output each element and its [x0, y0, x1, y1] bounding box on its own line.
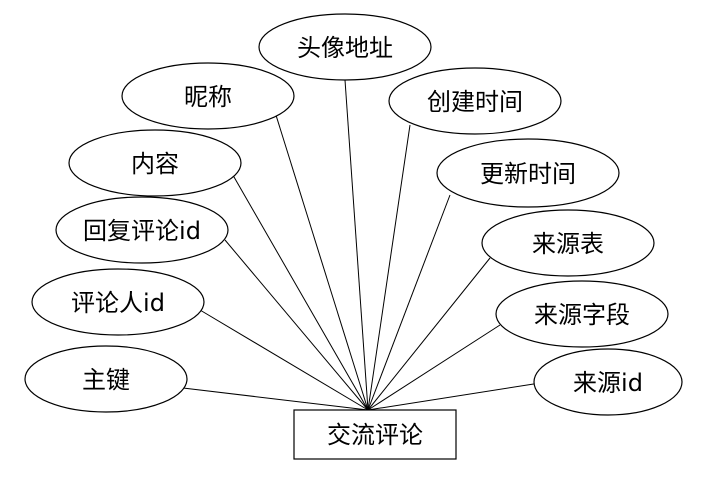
- entity-exchange-comment: 交流评论: [293, 409, 457, 460]
- line-created-time: [367, 124, 411, 411]
- line-source-table: [367, 257, 491, 411]
- attribute-source-field: 来源字段: [495, 280, 669, 348]
- attribute-source-id: 来源id: [533, 348, 683, 416]
- line-source-id: [367, 382, 541, 411]
- attribute-content: 内容: [68, 129, 242, 197]
- attribute-updated-time-label: 更新时间: [480, 160, 576, 188]
- attribute-nickname-label: 昵称: [184, 83, 232, 111]
- line-content: [229, 169, 369, 411]
- attribute-source-id-label: 来源id: [573, 369, 643, 397]
- attribute-created-time-label: 创建时间: [427, 88, 523, 116]
- attribute-avatar-url-label: 头像地址: [297, 34, 393, 62]
- attribute-primary-key: 主键: [24, 345, 188, 413]
- line-reply-comment-id: [224, 239, 369, 411]
- line-nickname: [274, 111, 369, 411]
- line-updated-time: [367, 194, 451, 411]
- line-commenter-id: [199, 309, 369, 411]
- attribute-primary-key-label: 主键: [82, 366, 130, 394]
- attribute-commenter-id: 评论人id: [31, 268, 205, 336]
- attribute-updated-time: 更新时间: [436, 138, 620, 208]
- entity-label: 交流评论: [327, 421, 423, 449]
- attribute-created-time: 创建时间: [388, 67, 562, 135]
- line-avatar-url: [344, 79, 369, 411]
- line-source-field: [367, 324, 501, 411]
- attribute-source-table-label: 来源表: [532, 230, 604, 258]
- attribute-nickname: 昵称: [121, 62, 295, 130]
- attribute-reply-comment-id-label: 回复评论id: [83, 217, 201, 245]
- attribute-commenter-id-label: 评论人id: [71, 289, 165, 317]
- line-primary-key: [182, 387, 369, 411]
- attribute-source-field-label: 来源字段: [534, 301, 630, 329]
- attribute-content-label: 内容: [131, 150, 179, 178]
- connector-lines: [182, 79, 541, 411]
- attribute-avatar-url: 头像地址: [258, 13, 432, 81]
- attribute-reply-comment-id: 回复评论id: [55, 196, 229, 264]
- attribute-source-table: 来源表: [481, 209, 655, 277]
